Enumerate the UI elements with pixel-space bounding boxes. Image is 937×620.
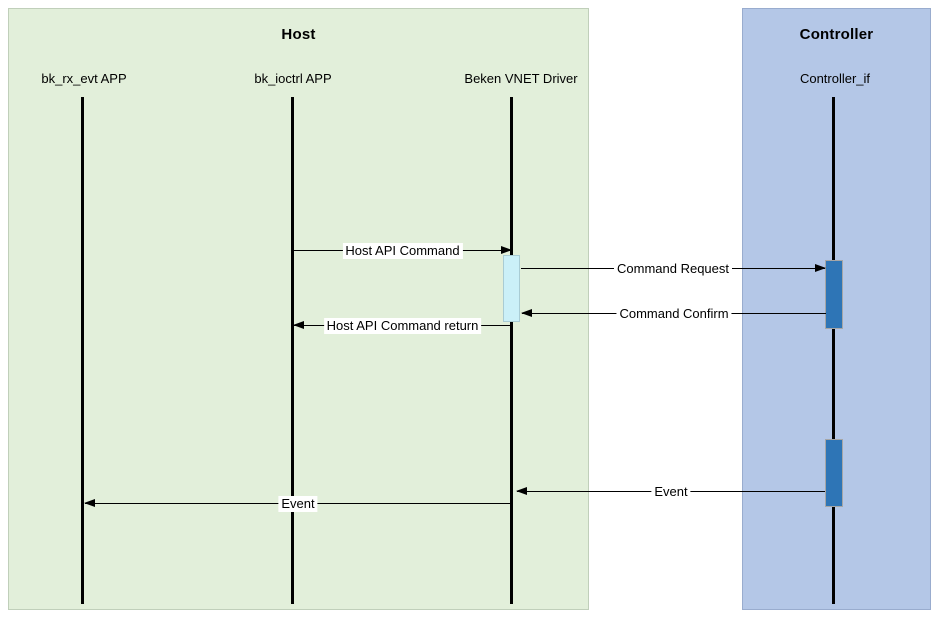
participant-label-beken-vnet-driver: Beken VNET Driver (464, 71, 578, 86)
lifeline-beken-vnet-driver (510, 97, 513, 604)
arrowhead-left-icon (84, 499, 95, 507)
controller-group-title: Controller (799, 26, 874, 43)
participant-label-controller-if: Controller_if (799, 71, 871, 86)
message-label: Host API Command return (323, 318, 482, 334)
lifeline-bk-rx-evt-app (81, 97, 84, 604)
participant-label-bk-ioctrl-app: bk_ioctrl APP (254, 71, 332, 86)
message-label: Event (278, 496, 318, 512)
message-label: Host API Command (342, 243, 463, 259)
activation-beken-vnet-driver (503, 255, 520, 322)
lifeline-controller-if (832, 97, 835, 604)
arrowhead-left-icon (521, 309, 532, 317)
arrowhead-left-icon (516, 487, 527, 495)
message-label: Command Confirm (616, 306, 732, 322)
participant-label-bk-rx-evt-app: bk_rx_evt APP (41, 71, 127, 86)
arrowhead-left-icon (293, 321, 304, 329)
message-label: Command Request (614, 261, 732, 277)
lifeline-bk-ioctrl-app (291, 97, 294, 604)
arrowhead-right-icon (815, 264, 826, 272)
activation-controller-if-command (825, 260, 843, 329)
host-group: Host (8, 8, 589, 610)
host-group-title: Host (281, 26, 316, 43)
arrowhead-right-icon (501, 246, 512, 254)
message-label: Event (651, 484, 691, 500)
activation-controller-if-event (825, 439, 843, 507)
